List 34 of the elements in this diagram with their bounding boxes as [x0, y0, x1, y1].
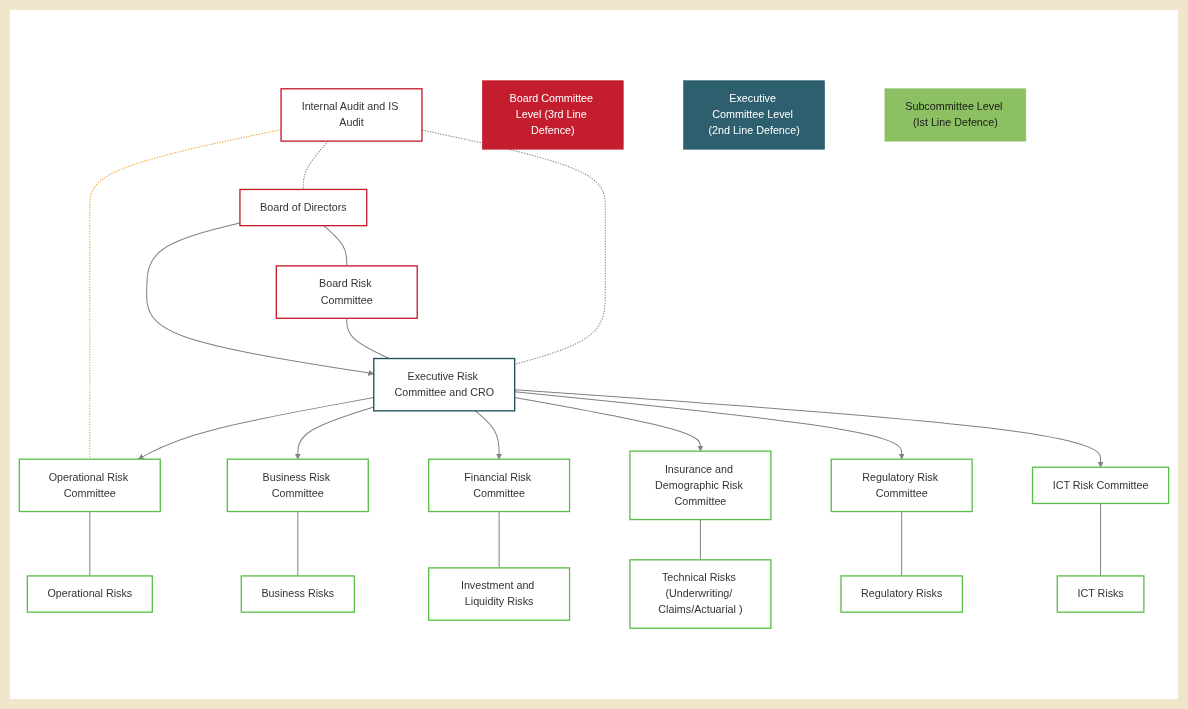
node-box: Internal Audit and IS Audit [280, 88, 423, 142]
connector [699, 519, 701, 561]
node-box: Financial Risk Committee [428, 458, 571, 513]
node-box: ICT Risks [1056, 575, 1145, 613]
node-box: Regulatory Risk Committee [830, 458, 973, 513]
node-box: Operational Risks [26, 575, 153, 613]
connector [89, 511, 91, 577]
node-box: Insurance and Demographic Risk Committee [629, 450, 772, 521]
arrow [474, 410, 503, 460]
node-box: Executive Risk Committee and CRO [373, 357, 516, 412]
node-box: Business Risk Committee [226, 458, 369, 513]
node-box: Operational Risk Committee [18, 458, 161, 513]
connector [498, 511, 500, 569]
node-box: Board Risk Committee [275, 265, 418, 319]
connector [901, 511, 903, 577]
node-box: Investment and Liquidity Risks [428, 567, 571, 621]
node-box: Executive Committee Level (2nd Line Defence) [683, 80, 825, 150]
connector [1100, 502, 1102, 577]
node-box: Technical Risks (Underwriting/ Claims/Actuarial ) [629, 559, 772, 629]
node-box: Business Risks [240, 575, 355, 613]
connector [89, 129, 282, 460]
connector [302, 140, 329, 190]
connector [297, 511, 299, 577]
arrow [514, 396, 704, 452]
node-box: Regulatory Risks [840, 575, 964, 613]
node-box: Board of Directors [239, 188, 368, 227]
connector [323, 225, 348, 267]
connector [346, 317, 390, 360]
node-box: ICT Risk Committee [1031, 466, 1170, 505]
arrow [514, 389, 1104, 468]
node-box: Subcommittee Level (Ist Line Defence) [884, 88, 1027, 142]
arrow [514, 391, 905, 460]
connector [421, 129, 606, 365]
node-box: Board Committee Level (3rd Line Defence) [482, 80, 624, 150]
